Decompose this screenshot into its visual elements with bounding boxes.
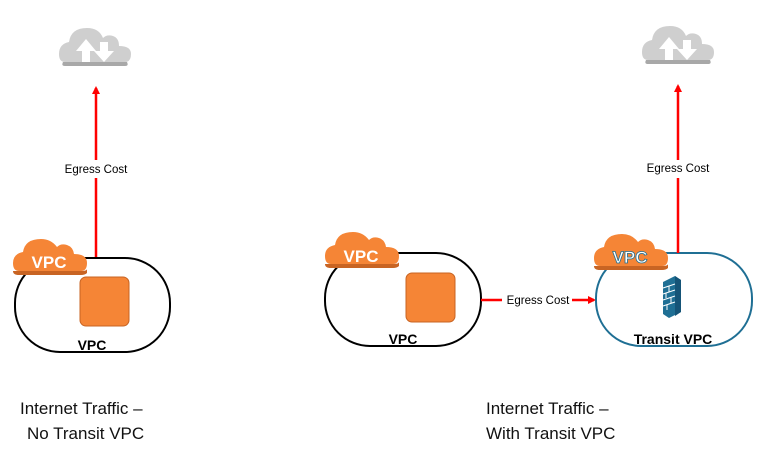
vpc-badge-label: VPC: [32, 253, 67, 272]
caption-with-transit: Internet Traffic – With Transit VPC: [486, 396, 615, 446]
egress-label-bg: [640, 160, 716, 178]
source-vpc-label: VPC: [389, 331, 418, 347]
egress-cost-label: Egress Cost: [65, 164, 128, 176]
egress-label-bg: [56, 160, 136, 178]
internet-cloud-icon: [642, 26, 714, 64]
vpc-label: VPC: [78, 337, 107, 353]
no-transit-diagram: Egress Cost VPC VPC: [13, 28, 171, 353]
instance-icon: [79, 276, 130, 327]
egress-cost-internet-label: Egress Cost: [647, 163, 710, 175]
caption-line-2: With Transit VPC: [486, 424, 616, 443]
caption-line-2: No Transit VPC: [27, 424, 145, 443]
caption-line-1: Internet Traffic –: [486, 399, 609, 418]
transit-vpc-badge-label: VPC: [613, 248, 648, 267]
egress-peer-label-bg: [502, 292, 572, 308]
caption-line-1: Internet Traffic –: [20, 399, 143, 418]
transit-vpc-label: Transit VPC: [634, 331, 713, 347]
instance-icon: [405, 272, 456, 323]
egress-cost-peer-label: Egress Cost: [507, 295, 570, 307]
source-vpc-badge-label: VPC: [344, 247, 379, 266]
with-transit-diagram: VPC VPC Egress Cost Egress Cost VPC: [324, 26, 753, 347]
internet-cloud-icon: [59, 28, 131, 66]
caption-no-transit: Internet Traffic – No Transit VPC: [20, 396, 144, 446]
firewall-icon: [662, 276, 681, 318]
